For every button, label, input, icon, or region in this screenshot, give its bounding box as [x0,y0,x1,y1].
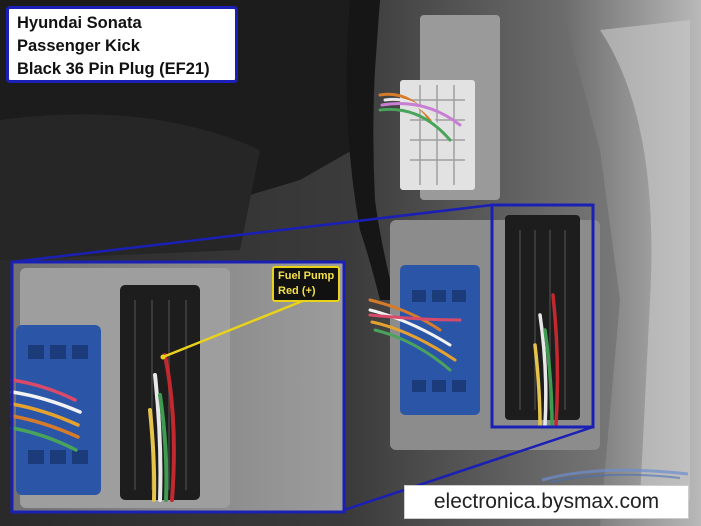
zoom-target-frame [490,203,595,429]
callout-line-2: Red (+) [278,285,316,297]
black-connector [505,215,580,420]
title-line-2: Passenger Kick [17,37,140,55]
fuel-pump-callout: Fuel Pump Red (+) [272,266,340,302]
site-watermark: electronica.bysmax.com [404,485,689,519]
zoom-inset [10,260,346,514]
callout-pointer [162,298,306,359]
title-line-1: Hyundai Sonata [17,14,142,32]
inset-black-connector [120,285,200,500]
callout-line-1: Fuel Pump [278,270,335,282]
title-label: Hyundai Sonata Passenger Kick Black 36 P… [6,6,238,83]
wire-loom [346,0,395,300]
title-line-3: Black 36 Pin Plug (EF21) [17,60,210,78]
logo-swoosh-icon [541,468,689,483]
zoom-inset-frame [10,260,346,514]
